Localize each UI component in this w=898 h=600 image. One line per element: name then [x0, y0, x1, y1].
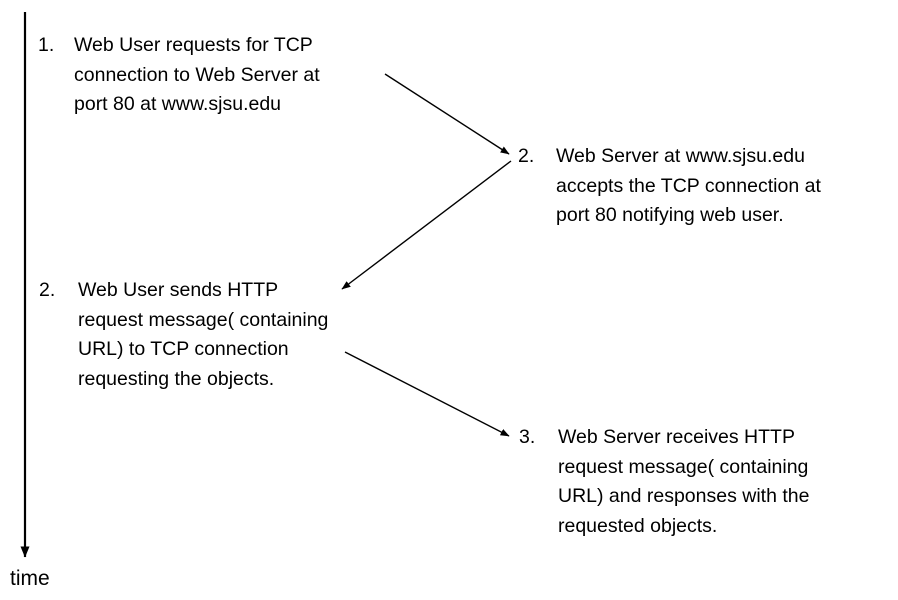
step-number-1: 1.: [38, 34, 55, 56]
arrow-step2-to-step3: [341, 160, 512, 290]
step-item-3: 2. Web User sends HTTP request message( …: [39, 276, 328, 394]
arrow-step3-to-step4: [344, 351, 510, 437]
step-text-3: Web User sends HTTP request message( con…: [78, 279, 329, 390]
arrow-step1-to-step2: [384, 73, 510, 155]
step-text-4: Web Server receives HTTP request message…: [558, 426, 810, 537]
step-number-4: 3.: [519, 426, 536, 448]
step-item-2: 2. Web Server at www.sjsu.edu accepts th…: [518, 142, 821, 231]
step-item-1: 1. Web User requests for TCP connection …: [38, 31, 320, 120]
step-number-3: 2.: [39, 279, 56, 301]
step-number-2: 2.: [518, 145, 535, 167]
time-axis-label: time: [10, 567, 50, 590]
step-text-1: Web User requests for TCP connection to …: [74, 34, 320, 115]
step-item-4: 3. Web Server receives HTTP request mess…: [519, 423, 809, 541]
step-text-2: Web Server at www.sjsu.edu accepts the T…: [556, 145, 821, 226]
